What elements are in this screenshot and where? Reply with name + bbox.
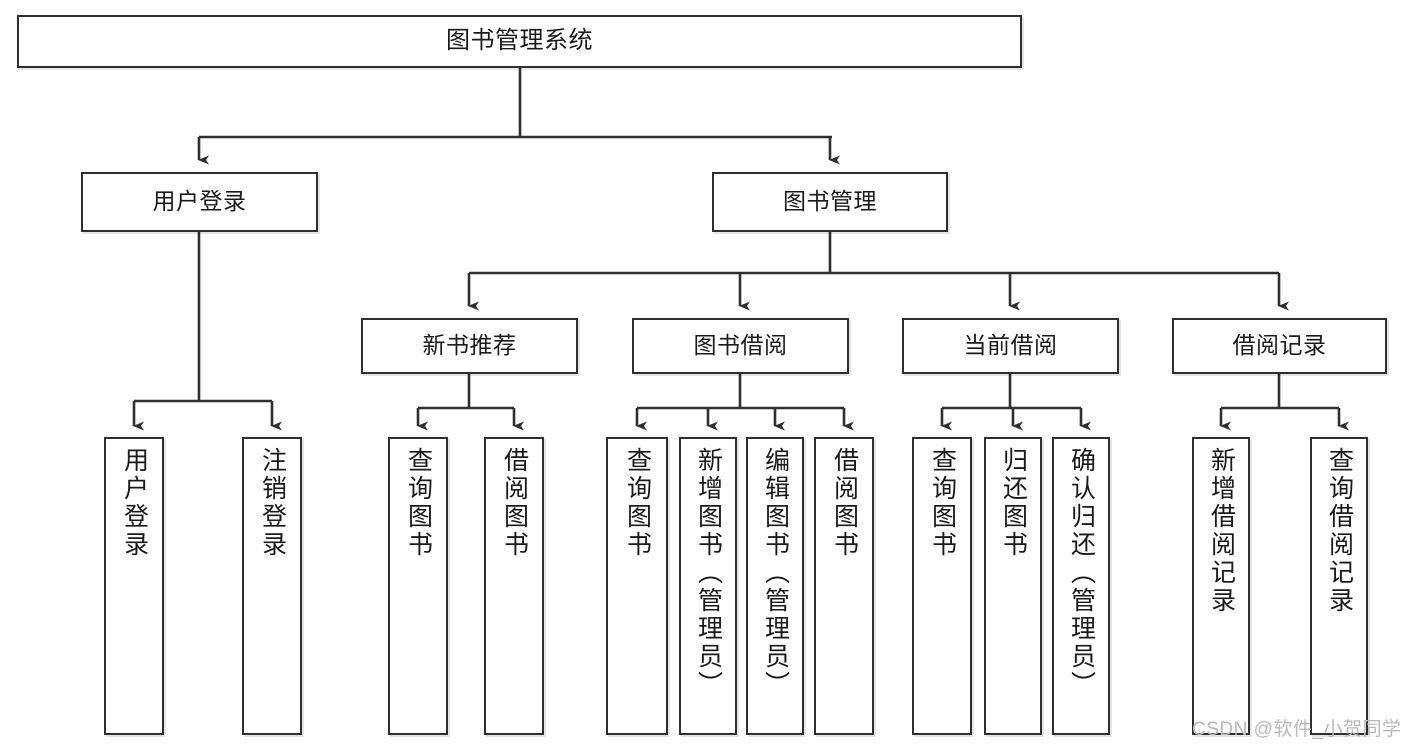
leaf-edit-book-admin-label: 编辑图书（管理员）	[761, 447, 790, 699]
node-book-management-label: 图书管理	[783, 188, 877, 215]
leaf-return-book-label: 归还图书	[999, 447, 1028, 559]
node-borrow-record-label: 借阅记录	[1232, 332, 1327, 359]
leaf-borrow-book-label: 借阅图书	[830, 447, 859, 559]
leaf-add-borrow-record[interactable]: 新增借阅记录	[1192, 437, 1250, 735]
leaf-query-book-borrow[interactable]: 查询图书	[606, 437, 668, 735]
node-root[interactable]: 图书管理系统	[17, 15, 1022, 68]
leaf-borrow-book-recommend[interactable]: 借阅图书	[484, 437, 544, 735]
node-book-management[interactable]: 图书管理	[712, 172, 948, 232]
leaf-edit-book-admin[interactable]: 编辑图书（管理员）	[746, 437, 804, 735]
node-user-login[interactable]: 用户登录	[81, 172, 318, 232]
leaf-user-login-label: 用户登录	[120, 447, 149, 559]
leaf-user-login[interactable]: 用户登录	[104, 437, 164, 735]
node-new-book-recommend-label: 新书推荐	[422, 332, 517, 359]
node-current-borrow[interactable]: 当前借阅	[902, 318, 1119, 374]
leaf-return-book[interactable]: 归还图书	[984, 437, 1042, 735]
leaf-add-book-admin[interactable]: 新增图书（管理员）	[679, 437, 737, 735]
leaf-add-book-admin-label: 新增图书（管理员）	[694, 447, 723, 699]
leaf-confirm-return-admin[interactable]: 确认归还（管理员）	[1052, 437, 1110, 735]
leaf-query-book-current[interactable]: 查询图书	[912, 437, 972, 735]
node-root-label: 图书管理系统	[446, 27, 593, 55]
node-user-login-label: 用户登录	[152, 188, 247, 215]
leaf-query-book-current-label: 查询图书	[928, 447, 957, 559]
leaf-query-borrow-record[interactable]: 查询借阅记录	[1310, 437, 1368, 735]
leaf-logout-login-label: 注销登录	[258, 447, 287, 559]
leaf-query-book-recommend[interactable]: 查询图书	[388, 437, 448, 735]
node-book-borrow-label: 图书借阅	[693, 332, 788, 359]
leaf-query-borrow-record-label: 查询借阅记录	[1325, 447, 1354, 615]
leaf-query-book-borrow-label: 查询图书	[623, 447, 652, 559]
leaf-confirm-return-admin-label: 确认归还（管理员）	[1067, 447, 1096, 699]
leaf-borrow-book-recommend-label: 借阅图书	[500, 447, 529, 559]
leaf-add-borrow-record-label: 新增借阅记录	[1207, 447, 1236, 615]
node-current-borrow-label: 当前借阅	[963, 332, 1058, 359]
leaf-borrow-book[interactable]: 借阅图书	[814, 437, 874, 735]
node-borrow-record[interactable]: 借阅记录	[1172, 318, 1387, 374]
node-new-book-recommend[interactable]: 新书推荐	[361, 318, 578, 374]
leaf-query-book-recommend-label: 查询图书	[404, 447, 433, 559]
node-book-borrow[interactable]: 图书借阅	[632, 318, 849, 374]
leaf-logout-login[interactable]: 注销登录	[242, 437, 302, 735]
csdn-watermark: CSDN @软件_小贺同学	[1192, 719, 1402, 740]
